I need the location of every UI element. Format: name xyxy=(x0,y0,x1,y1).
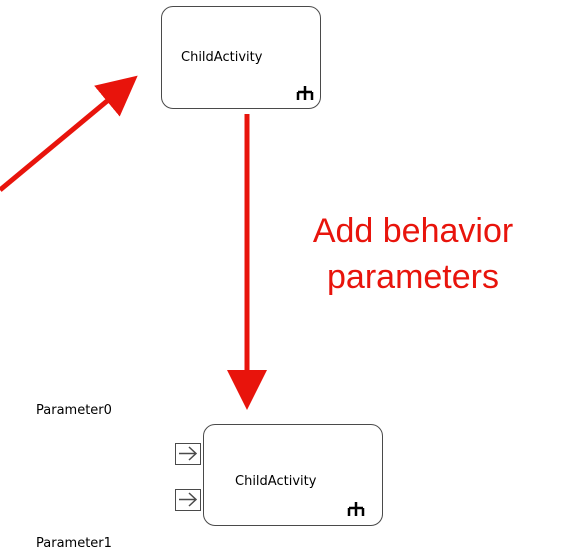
parameter-pin-0[interactable] xyxy=(175,443,201,465)
parameter-label-0: Parameter0 xyxy=(36,403,112,418)
caption-line-2: parameters xyxy=(327,258,499,296)
parameter-label-1: Parameter1 xyxy=(36,536,112,551)
bottom-activity-node[interactable]: ChildActivity xyxy=(203,424,383,526)
top-activity-label: ChildActivity xyxy=(181,50,263,65)
parameter-pin-1[interactable] xyxy=(175,489,201,511)
call-behavior-rake-icon xyxy=(296,86,314,100)
top-activity-node[interactable]: ChildActivity xyxy=(161,6,321,109)
caption-line-1: Add behavior xyxy=(312,212,514,250)
incoming-arrow xyxy=(0,75,138,192)
input-arrow-icon xyxy=(179,446,198,461)
call-behavior-rake-icon xyxy=(347,502,365,516)
caption: Add behavior parameters xyxy=(268,208,558,300)
bottom-activity-label: ChildActivity xyxy=(235,474,317,489)
input-arrow-icon xyxy=(179,492,198,507)
